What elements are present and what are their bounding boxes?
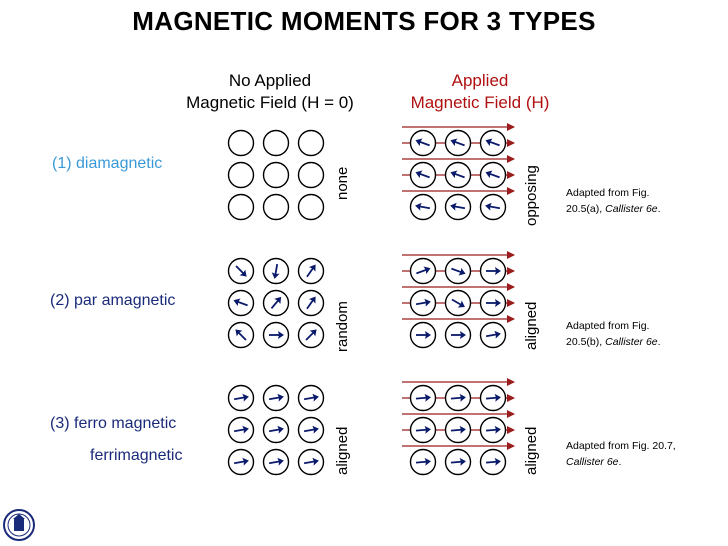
note-source: Callister 6e bbox=[605, 336, 658, 348]
applied-field-row1-moment-arrow-icon bbox=[485, 138, 500, 147]
note-source: Callister 6e bbox=[566, 456, 619, 468]
note-line1: Adapted from Fig. 20.7, bbox=[566, 440, 676, 452]
row-label-paramagnetic: (2) par amagnetic bbox=[50, 292, 176, 309]
no-field-row2-moment-arrow-icon bbox=[270, 296, 282, 309]
no-field-row3-moment-arrow-icon bbox=[233, 393, 249, 402]
no-field-row1-dipole-circle bbox=[297, 129, 325, 157]
applied-field-row2-moment-arrow-icon bbox=[486, 299, 501, 307]
field-header: Applied Magnetic Field (H) bbox=[385, 70, 575, 114]
no-field-row2-moment-arrow-icon bbox=[235, 265, 247, 277]
applied-field-row1-moment-arrow-icon bbox=[450, 170, 465, 179]
no-field-row3-moment-arrow-icon bbox=[233, 425, 249, 434]
university-seal-icon bbox=[3, 509, 35, 541]
applied-field-row2-moment-arrow-icon bbox=[416, 266, 431, 275]
no-field-row3-moment-arrow-icon bbox=[303, 457, 319, 466]
field-header-line1: Applied bbox=[451, 71, 509, 90]
note-ferromagnetic: Adapted from Fig. 20.7, Callister 6e. bbox=[566, 438, 676, 470]
no-field-row2-moment-arrow-icon bbox=[306, 296, 316, 310]
applied-field-row2-moment-arrow-icon bbox=[416, 331, 431, 339]
applied-field-row3-moment-arrow-icon bbox=[450, 393, 466, 402]
no-field-row1-dipole-circle bbox=[297, 193, 325, 221]
no-field-row1-dipole-circle bbox=[297, 161, 325, 189]
note-line1: Adapted from Fig. bbox=[566, 187, 650, 199]
no-field-header-line2: Magnetic Field (H = 0) bbox=[186, 93, 354, 112]
note-source: Callister 6e bbox=[605, 203, 658, 215]
applied-field-row2-moment-arrow-icon bbox=[451, 267, 466, 276]
field-header-line2: Magnetic Field (H) bbox=[410, 93, 550, 112]
applied-field-row1-moment-arrow-icon bbox=[450, 202, 466, 211]
applied-field-row3-moment-arrow-icon bbox=[450, 425, 466, 434]
applied-field-row3-moment-arrow-icon bbox=[415, 457, 431, 466]
no-field-row1-dipole-circle bbox=[227, 129, 255, 157]
page-title: MAGNETIC MOMENTS FOR 3 TYPES bbox=[132, 6, 596, 36]
no-field-row2-moment-arrow-icon bbox=[306, 264, 316, 278]
applied-field-row2-moment-arrow-icon bbox=[451, 298, 465, 308]
no-field-row2-moment-arrow-icon bbox=[305, 329, 317, 341]
no-field-row3-moment-arrow-icon bbox=[268, 457, 284, 466]
row-label-ferrimagnetic: ferrimagnetic bbox=[90, 447, 183, 464]
no-field-row1-dipole-circle bbox=[227, 193, 255, 221]
note-line1: Adapted from Fig. bbox=[566, 320, 650, 332]
applied-field-row2-moment-arrow-icon bbox=[451, 331, 466, 339]
no-field-row1-dipole-circle bbox=[262, 129, 290, 157]
applied-field-row1-moment-arrow-icon bbox=[415, 202, 431, 211]
applied-field-row3-moment-arrow-icon bbox=[415, 393, 431, 402]
applied-field-row2-moment-arrow-icon bbox=[415, 298, 431, 307]
applied-field-row1-moment-arrow-icon bbox=[415, 138, 430, 147]
no-field-row3-moment-arrow-icon bbox=[233, 457, 249, 466]
applied-field-row1-moment-arrow-icon bbox=[415, 170, 430, 179]
note-line2: 20.5(a), bbox=[566, 203, 606, 215]
no-field-row3-moment-arrow-icon bbox=[268, 393, 284, 402]
no-field-row2-moment-arrow-icon bbox=[233, 298, 248, 307]
no-field-row3-moment-arrow-icon bbox=[303, 425, 319, 434]
applied-field-row1-moment-arrow-icon bbox=[485, 202, 501, 211]
note-end: . bbox=[657, 336, 661, 348]
applied-field-row1-moment-arrow-icon bbox=[450, 138, 465, 147]
row-label-diamagnetic: (1) diamagnetic bbox=[52, 155, 163, 172]
note-diamagnetic: Adapted from Fig. 20.5(a), Callister 6e. bbox=[566, 185, 661, 217]
no-field-row2-moment-arrow-icon bbox=[235, 329, 247, 341]
note-paramagnetic: Adapted from Fig. 20.5(b), Callister 6e. bbox=[566, 318, 661, 350]
note-line2: 20.5(b), bbox=[566, 336, 606, 348]
applied-field-row3-moment-arrow-icon bbox=[485, 425, 501, 434]
note-end: . bbox=[618, 456, 622, 468]
no-field-row3-moment-arrow-icon bbox=[268, 425, 284, 434]
applied-field-row3-moment-arrow-icon bbox=[450, 457, 466, 466]
no-field-header-line1: No Applied bbox=[228, 71, 312, 90]
applied-field-row2-moment-arrow-icon bbox=[486, 267, 501, 275]
row-label-ferromagnetic: (3) ferro magnetic bbox=[50, 415, 177, 432]
no-field-row1-dipole-circle bbox=[262, 193, 290, 221]
applied-field-row2-moment-arrow-icon bbox=[485, 330, 501, 339]
applied-field-row1-moment-arrow-icon bbox=[485, 170, 500, 179]
no-field-row3-moment-arrow-icon bbox=[303, 393, 319, 402]
no-field-row1-dipole-circle bbox=[227, 161, 255, 189]
applied-field-row3-moment-arrow-icon bbox=[485, 393, 501, 402]
applied-field-row3-moment-arrow-icon bbox=[485, 457, 501, 466]
applied-field-row3-moment-arrow-icon bbox=[415, 425, 431, 434]
no-field-row1-dipole-circle bbox=[262, 161, 290, 189]
no-field-row2-moment-arrow-icon bbox=[271, 263, 280, 279]
no-field-row2-moment-arrow-icon bbox=[269, 331, 284, 339]
no-field-header: No Applied Magnetic Field (H = 0) bbox=[160, 70, 380, 114]
note-end: . bbox=[657, 203, 661, 215]
